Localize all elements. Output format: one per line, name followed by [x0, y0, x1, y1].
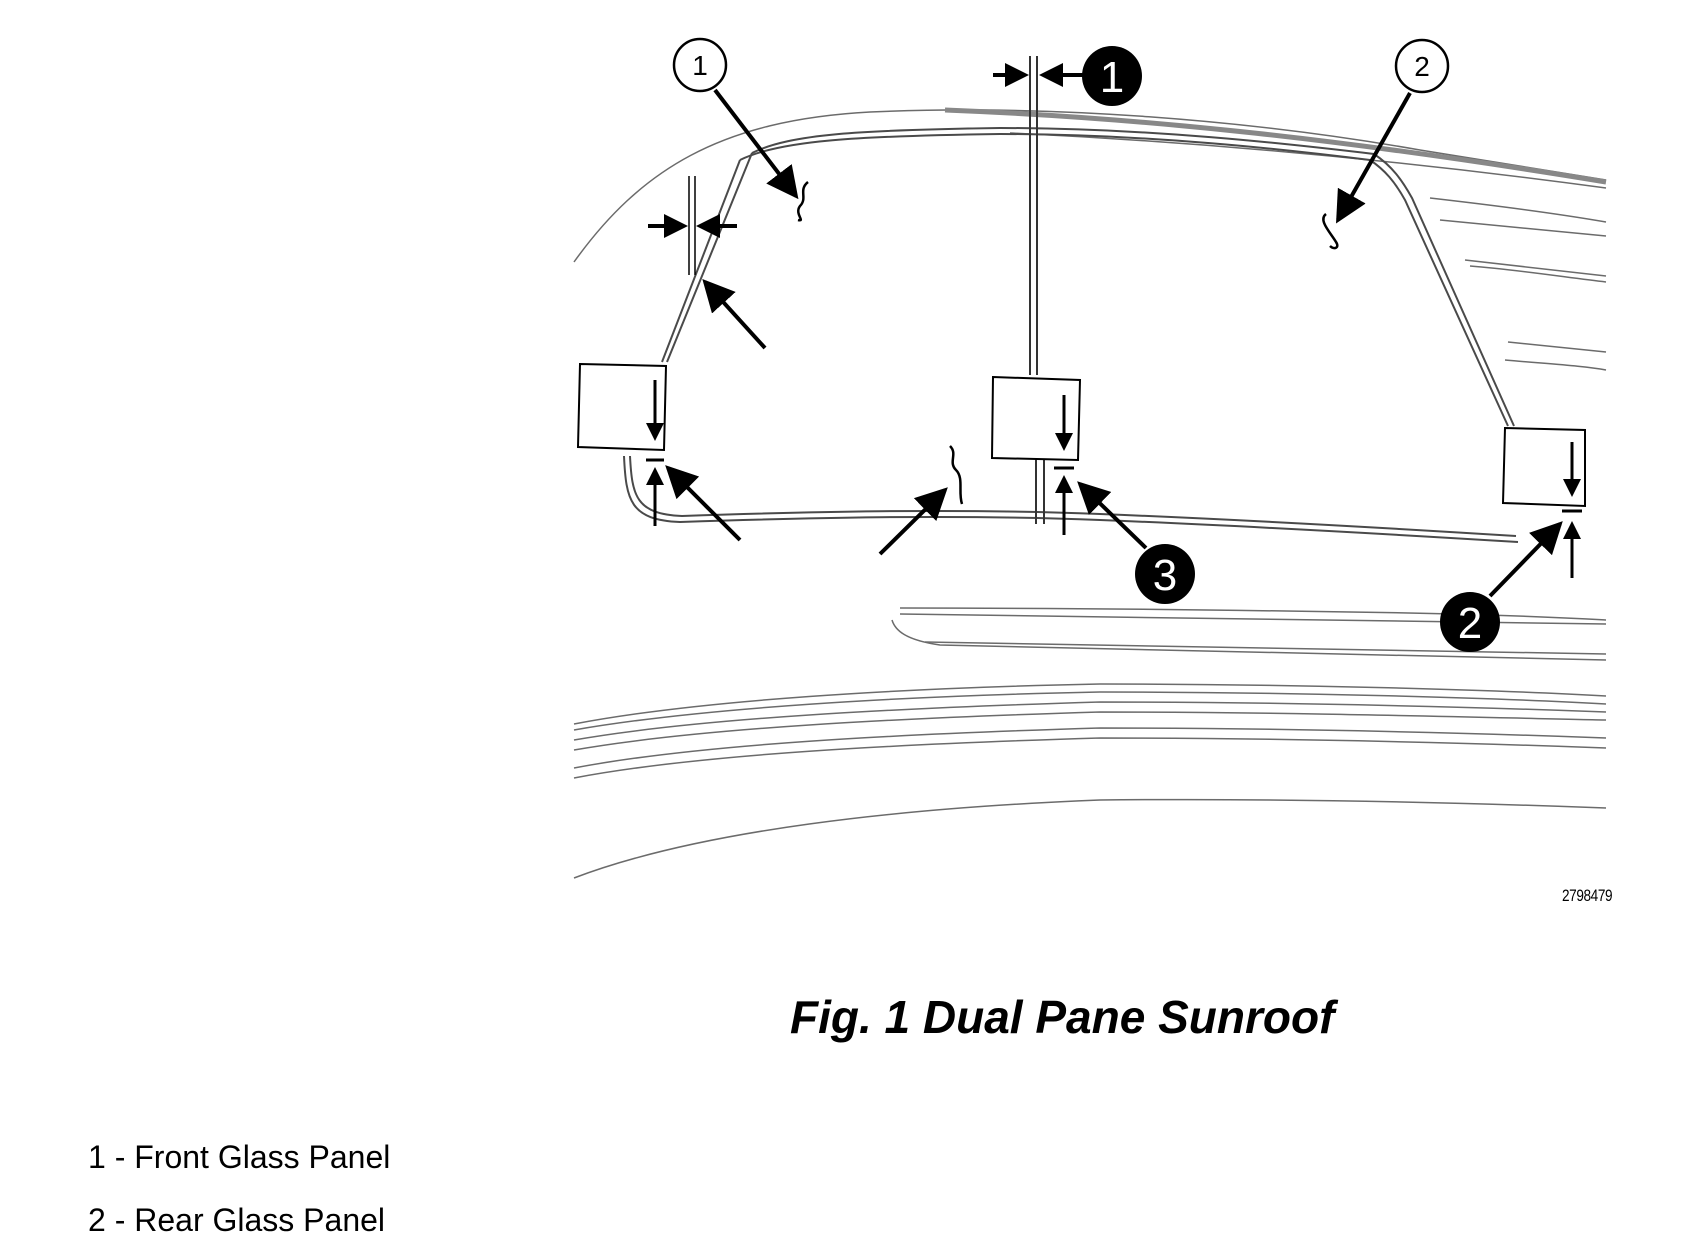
- rear-glass-squiggle: [1322, 213, 1339, 250]
- legend-item-rear-glass: 2 - Rear Glass Panel: [88, 1202, 386, 1238]
- svg-text:2: 2: [1414, 51, 1430, 82]
- right-callout-leader: [1488, 521, 1563, 598]
- arrows: [646, 63, 1582, 598]
- legend-item-front-glass: 1 - Front Glass Panel: [88, 1139, 391, 1175]
- front-panel-leader: [713, 88, 799, 200]
- left-box: [576, 362, 668, 452]
- rear-panel-leader: [1336, 92, 1412, 224]
- bottom-center-leader: [878, 487, 948, 556]
- roof-outline: [573, 107, 1607, 371]
- svg-text:1: 1: [692, 50, 708, 81]
- legend: 1 - Front Glass Panel 2 - Rear Glass Pan…: [88, 1126, 390, 1252]
- svg-text:1: 1: [1100, 53, 1124, 102]
- callout-center-solid: 3: [1135, 544, 1195, 604]
- front-glass-squiggle: [797, 181, 809, 222]
- sunroof-opening: [623, 126, 1519, 543]
- callout-rear-solid: 2: [1440, 592, 1500, 652]
- svg-text:3: 3: [1153, 551, 1177, 600]
- center-callout-leader: [1077, 481, 1148, 550]
- left-edge-arrow: [702, 279, 767, 350]
- callout-rear-outline: 2: [1394, 38, 1450, 94]
- figure-caption: Fig. 1 Dual Pane Sunroof: [790, 991, 1335, 1043]
- callout-front-solid: 1: [1082, 46, 1142, 106]
- glass-squiggles: [797, 181, 1339, 505]
- left-box-leader: [665, 465, 742, 542]
- svg-text:2: 2: [1458, 599, 1482, 648]
- center-glass-squiggle: [949, 445, 964, 505]
- center-box: [990, 375, 1082, 462]
- callout-front-outline: 1: [672, 37, 728, 93]
- body-rails: [573, 607, 1607, 879]
- figure-id: 2798479: [1562, 886, 1613, 905]
